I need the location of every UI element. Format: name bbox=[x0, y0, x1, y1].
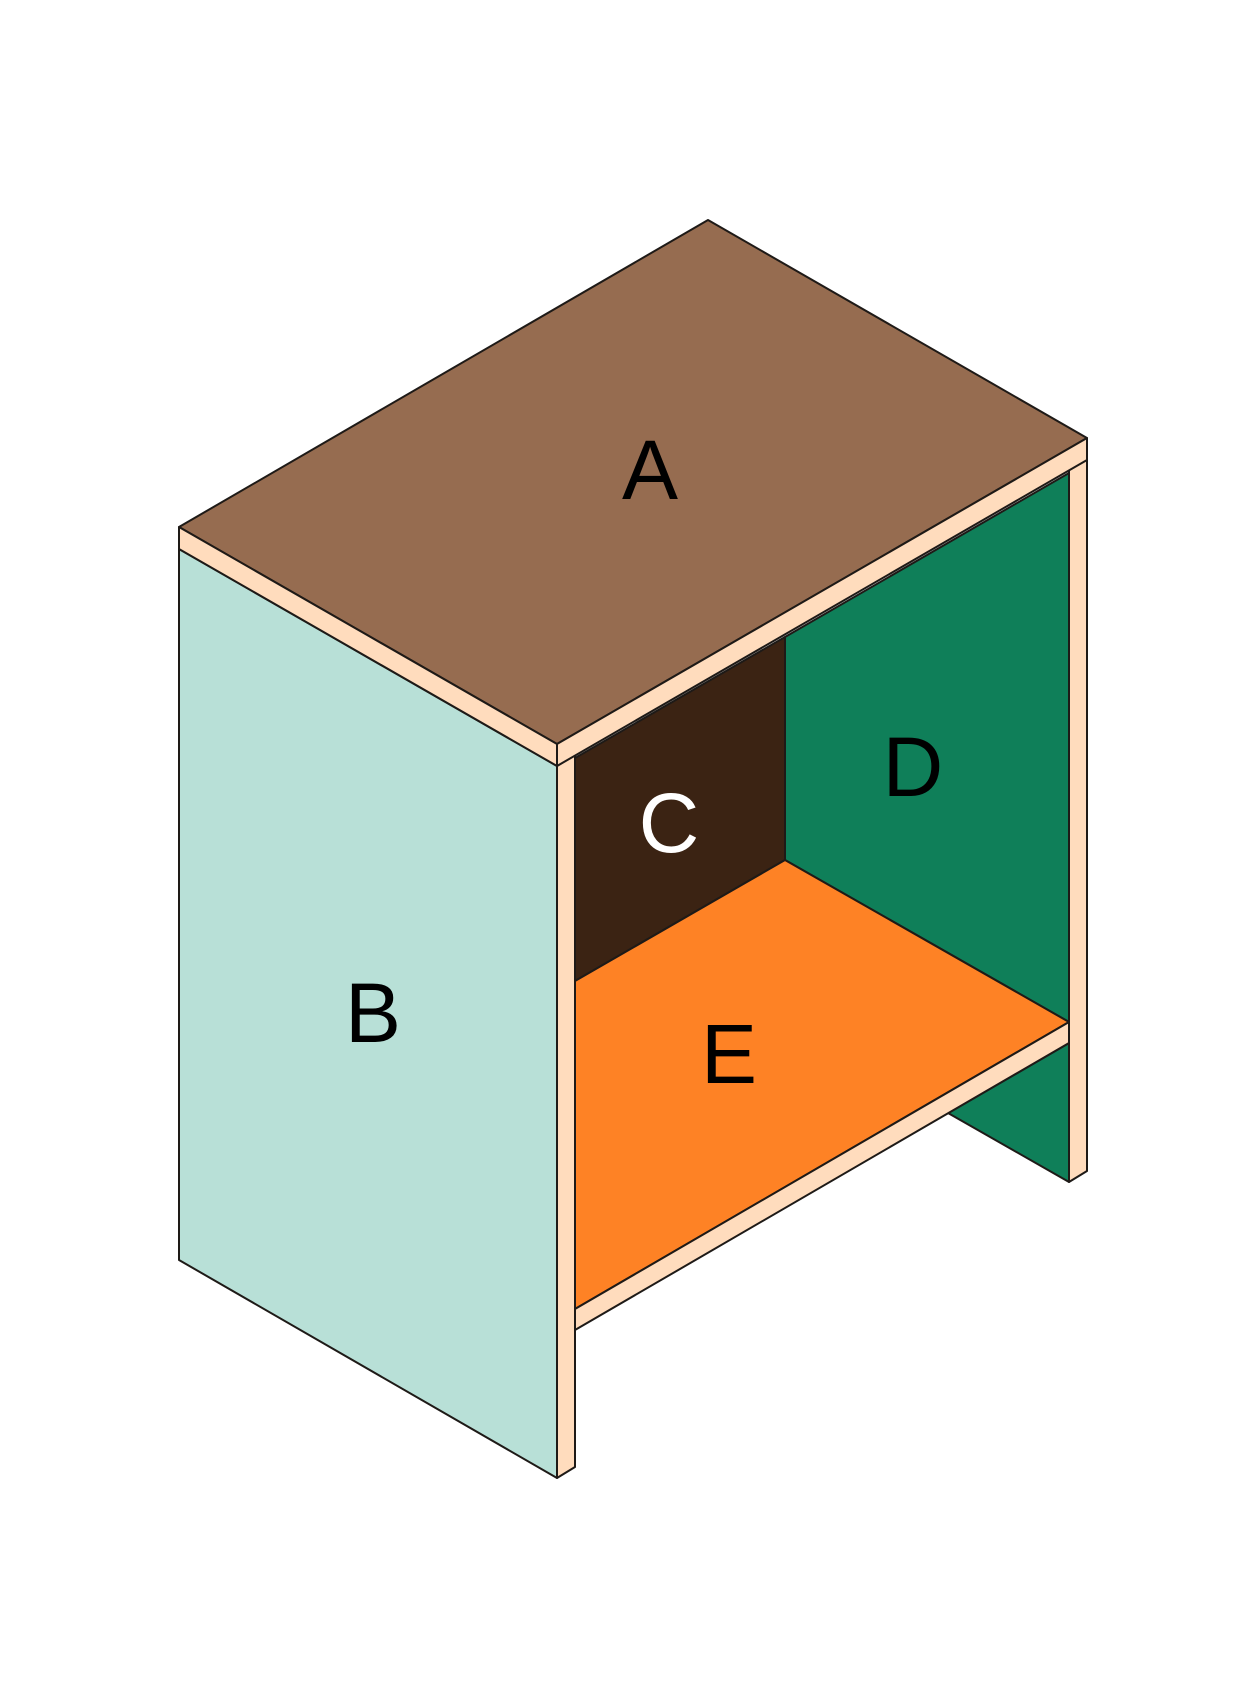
top-panel-right-edge bbox=[556, 437, 1088, 767]
label-e: E bbox=[701, 1007, 757, 1101]
right-panel-front-edge bbox=[1068, 448, 1088, 1183]
label-a: A bbox=[622, 423, 678, 517]
side-panel-front-edge bbox=[556, 754, 576, 1479]
label-b: B bbox=[345, 966, 401, 1060]
label-d: D bbox=[883, 720, 944, 814]
label-c: C bbox=[639, 776, 700, 870]
